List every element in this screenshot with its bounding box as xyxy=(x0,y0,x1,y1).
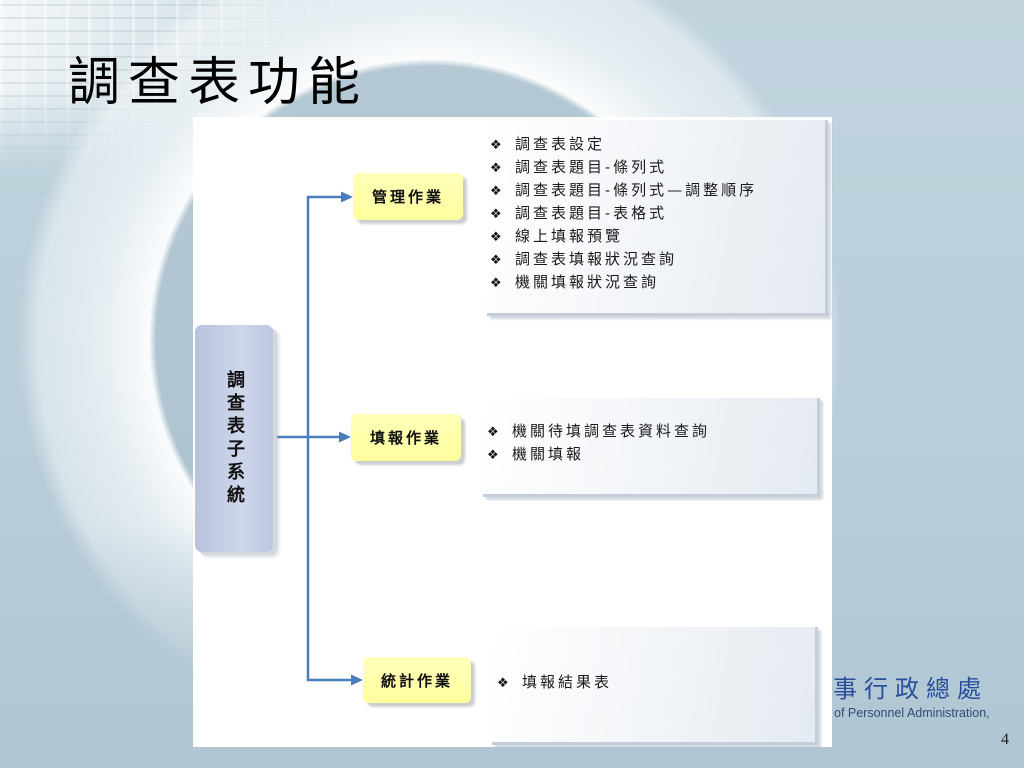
arrow-right-icon xyxy=(341,191,353,203)
page-number: 4 xyxy=(1001,731,1009,748)
diamond-bullet-icon xyxy=(490,180,515,203)
list-item-label: 調查表題目-條列式—調整順序 xyxy=(515,181,758,199)
diamond-bullet-icon xyxy=(490,134,515,157)
arrow-right-icon xyxy=(339,431,351,443)
diamond-bullet-icon xyxy=(490,226,515,249)
diamond-bullet-icon xyxy=(490,272,515,295)
branch-items-manage: 調查表設定 調查表題目-條列式 調查表題目-條列式—調整順序 調查表題目-表格式… xyxy=(487,120,828,316)
root-node: 調查表子系統 xyxy=(195,325,273,552)
logo-chinese-text: 事行政總處 xyxy=(833,675,988,703)
diamond-bullet-icon xyxy=(497,672,522,695)
list-item: 填報結果表 xyxy=(497,671,815,694)
slide-title: 調查表功能 xyxy=(68,53,369,113)
list-item: 機關填報狀況查詢 xyxy=(490,271,825,294)
diagram-panel: 調查表子系統 管理作業 填報作業 統計作業 調查表設定 調查表題目-條列式 調查… xyxy=(193,117,832,747)
list-item: 線上填報預覽 xyxy=(490,225,825,248)
branch-node-fill: 填報作業 xyxy=(351,414,461,461)
branch-items-fill: 機關待填調查表資料查詢 機關填報 xyxy=(483,398,820,497)
branch-items-stats: 填報結果表 xyxy=(492,627,818,745)
list-item-label: 機關填報狀況查詢 xyxy=(515,273,660,291)
branch-node-label: 統計作業 xyxy=(380,671,453,690)
branch-node-stats: 統計作業 xyxy=(363,657,471,703)
list-item-label: 機關填報 xyxy=(512,445,585,463)
connector-lines xyxy=(273,191,363,686)
branch-node-label: 管理作業 xyxy=(371,188,444,206)
root-node-label: 調查表子系統 xyxy=(224,369,245,508)
list-item-label: 調查表填報狀況查詢 xyxy=(515,250,678,268)
diamond-bullet-icon xyxy=(490,203,515,226)
list-item-label: 線上填報預覽 xyxy=(515,227,624,245)
branch-node-manage: 管理作業 xyxy=(353,173,463,220)
list-item: 調查表設定 xyxy=(490,133,825,156)
list-item: 調查表題目-條列式 xyxy=(490,156,825,179)
list-item: 調查表題目-條列式—調整順序 xyxy=(490,179,825,202)
branch-node-label: 填報作業 xyxy=(369,429,442,447)
list-item: 機關待填調查表資料查詢 xyxy=(487,420,817,443)
list-item: 調查表題目-表格式 xyxy=(490,202,825,225)
list-item: 調查表填報狀況查詢 xyxy=(490,248,825,271)
list-item-label: 填報結果表 xyxy=(522,673,613,691)
list-item: 機關填報 xyxy=(487,443,817,466)
arrow-right-icon xyxy=(351,674,363,686)
item-list: 調查表設定 調查表題目-條列式 調查表題目-條列式—調整順序 調查表題目-表格式… xyxy=(490,133,825,294)
item-list: 填報結果表 xyxy=(497,671,815,694)
list-item-label: 調查表題目-表格式 xyxy=(515,204,668,222)
diamond-bullet-icon xyxy=(490,157,515,180)
diamond-bullet-icon xyxy=(487,444,512,467)
logo-english-text: of Personnel Administration, xyxy=(834,706,990,720)
list-item-label: 調查表題目-條列式 xyxy=(515,158,668,176)
diamond-bullet-icon xyxy=(490,249,515,272)
item-list: 機關待填調查表資料查詢 機關填報 xyxy=(487,420,817,466)
diamond-bullet-icon xyxy=(487,421,512,444)
list-item-label: 調查表設定 xyxy=(515,135,606,153)
list-item-label: 機關待填調查表資料查詢 xyxy=(512,422,711,440)
